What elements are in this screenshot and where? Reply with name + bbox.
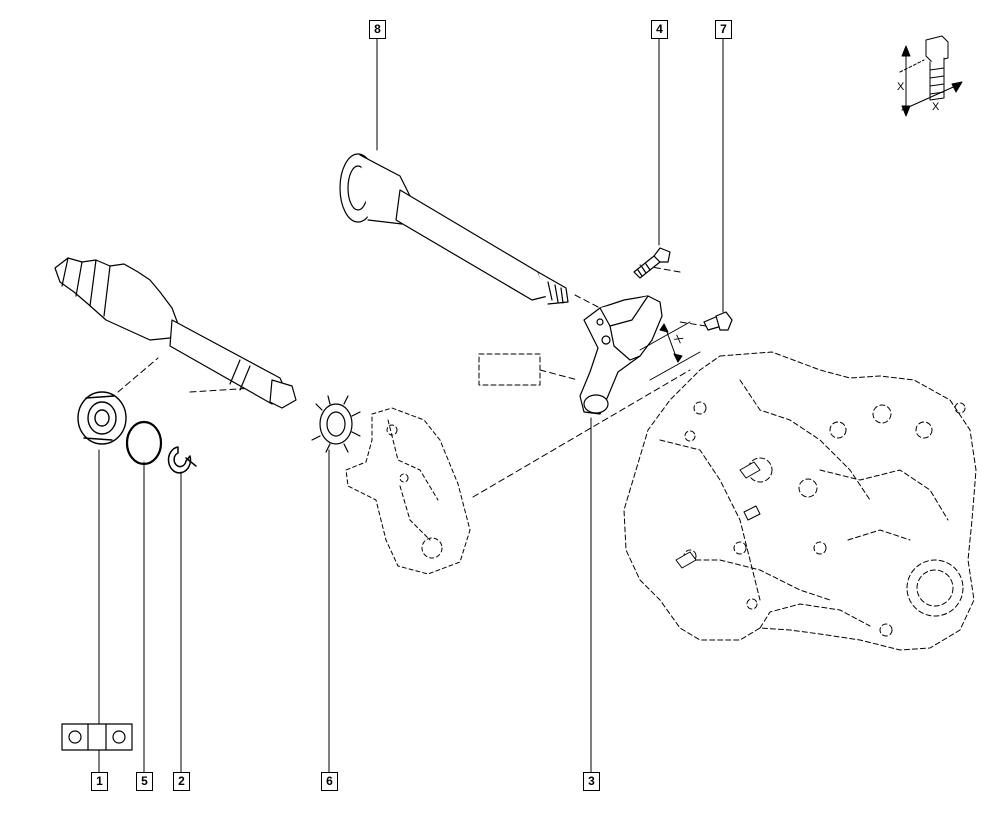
circlip <box>167 446 197 474</box>
callout-1[interactable]: 1 <box>91 772 108 791</box>
callout-4[interactable]: 4 <box>651 20 668 39</box>
leader-lines <box>98 37 724 773</box>
bracket-dimension-label: X <box>672 333 686 346</box>
callout-5[interactable]: 5 <box>136 772 153 791</box>
reference-box <box>478 353 541 386</box>
o-ring <box>125 420 163 466</box>
bolt <box>633 247 671 279</box>
callout-7[interactable]: 7 <box>715 20 732 39</box>
bolt-dimension-icon <box>899 35 963 117</box>
nut <box>703 311 733 331</box>
intermediate-shaft <box>339 153 569 305</box>
bracket-dimension <box>639 321 701 381</box>
callout-3[interactable]: 3 <box>583 772 600 791</box>
bearing <box>77 391 127 445</box>
gear-seal <box>311 395 361 453</box>
assembly-dashed-lines <box>117 264 707 498</box>
callout-2[interactable]: 2 <box>173 772 190 791</box>
callout-6[interactable]: 6 <box>321 772 338 791</box>
bolt-dimension-label-length: X <box>897 81 905 93</box>
callout-8[interactable]: 8 <box>369 20 386 39</box>
bolt-dimension-label-diameter: X <box>932 101 940 113</box>
driveshaft-assembly <box>54 257 297 409</box>
clamp-symbol <box>61 723 133 751</box>
phantom-bracket <box>345 407 471 575</box>
gearbox-housing <box>623 351 977 651</box>
bracket <box>579 295 663 415</box>
gearbox-bolts <box>675 461 761 569</box>
